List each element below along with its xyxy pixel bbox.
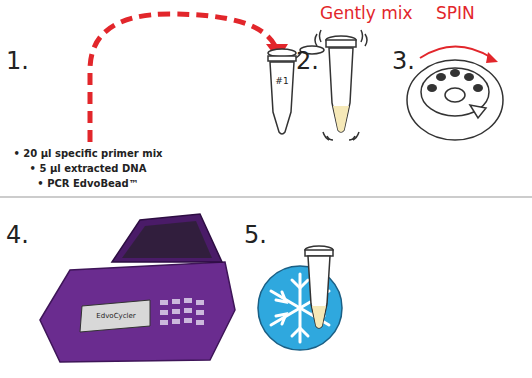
step-number: 5. <box>244 222 267 250</box>
thermal-cycler <box>40 214 235 362</box>
freezer-icon <box>258 246 342 350</box>
step-number: 4. <box>6 222 29 250</box>
device-brand: EdvoCycler <box>96 312 135 320</box>
step-caption: Gently mix <box>320 4 413 24</box>
tube-label: #1 <box>275 76 288 86</box>
centrifuge-rotor <box>407 47 503 141</box>
ingredient-item: • PCR EdvoBead™ <box>37 178 138 190</box>
tube-2 <box>315 30 367 140</box>
divider <box>0 196 532 198</box>
step-number: 2. <box>296 48 319 76</box>
transfer-arrow <box>90 14 276 142</box>
ingredient-item: • 5 µl extracted DNA <box>30 163 147 175</box>
step-number: 1. <box>6 48 29 76</box>
step-number: 3. <box>392 48 415 76</box>
tube-1 <box>268 46 324 134</box>
step-caption: SPIN <box>436 4 475 24</box>
ingredient-item: • 20 µl specific primer mix <box>13 148 162 160</box>
